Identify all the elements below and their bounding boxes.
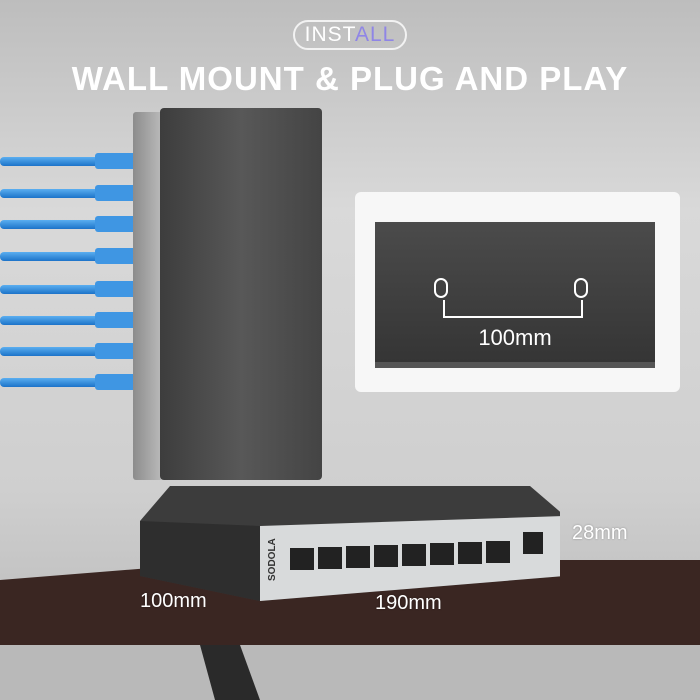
cable-plug: [95, 281, 137, 297]
cable-plug: [95, 185, 137, 201]
height-dimension: 28mm: [572, 522, 628, 544]
cable: [0, 378, 140, 387]
desk-leg: [200, 645, 260, 700]
keyhole-icon: [434, 278, 448, 298]
cable-plug: [95, 153, 137, 169]
cable-plug: [95, 374, 137, 390]
wall-mounted-switch: [160, 108, 322, 480]
hole-spacing-label: 100mm: [478, 325, 552, 350]
cable-plug: [95, 216, 137, 232]
switch-underside: [375, 222, 655, 368]
depth-dimension: 100mm: [140, 590, 207, 612]
cable: [0, 189, 140, 198]
badge-text: INST: [304, 23, 355, 46]
cable-plug: [95, 248, 137, 264]
cable: [0, 157, 140, 166]
floor: [0, 645, 700, 700]
wall-switch-port-side: [133, 112, 163, 480]
cable: [0, 347, 140, 356]
cable-plug: [95, 343, 137, 359]
desk-switch: SODOLA: [140, 486, 560, 601]
brand-logo: SODOLA: [267, 538, 278, 581]
keyhole-icon: [574, 278, 588, 298]
badge-text-highlight: ALL: [354, 23, 396, 46]
cable: [0, 285, 140, 294]
headline: WALL MOUNT & PLUG AND PLAY: [71, 60, 629, 97]
cable-plug: [95, 312, 137, 328]
install-badge: INSTALL: [293, 20, 407, 50]
cable: [0, 316, 140, 325]
cable: [0, 252, 140, 261]
width-dimension: 190mm: [375, 592, 442, 614]
dimension-line: [443, 300, 583, 318]
cable: [0, 220, 140, 229]
